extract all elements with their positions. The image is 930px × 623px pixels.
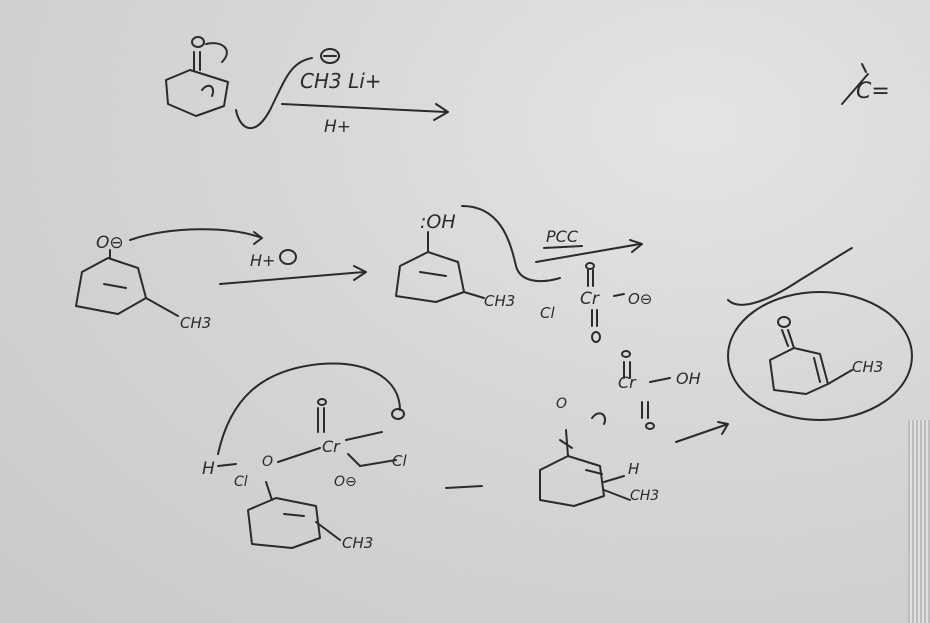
methyl-label-3: CH3 (342, 534, 373, 552)
alcohol-ring (395, 231, 485, 303)
svg-text:Cl: Cl (392, 452, 407, 470)
ester-ring (247, 497, 341, 549)
methyl-label-2: CH3 (484, 292, 515, 310)
svg-text:Cl: Cl (234, 474, 248, 490)
protonation-curve (129, 228, 263, 245)
reagent-h-plus-1: H+ (324, 117, 351, 137)
svg-text:O⊖: O⊖ (628, 290, 652, 308)
reaction-arrow-2 (219, 265, 367, 285)
svg-text:Cr: Cr (322, 437, 341, 456)
oh-label: OH (676, 369, 701, 388)
reaction-arrow-1 (281, 103, 449, 121)
transition-stroke (727, 247, 853, 306)
short-arrow (445, 485, 483, 489)
svg-text:C=: C= (856, 79, 890, 104)
methyl-label-4: CH3 (630, 488, 659, 504)
svg-text:O: O (262, 454, 273, 470)
elimination-ring (539, 429, 631, 507)
charge-circle-1 (320, 48, 340, 64)
svg-text:Cl: Cl (540, 304, 555, 322)
reaction-arrow-4 (675, 421, 729, 443)
reagent-pcc: PCC (546, 227, 579, 246)
corner-note: C= (841, 63, 890, 105)
alkoxide-label: O⊖ (96, 233, 124, 253)
reagent-h-plus-2: H+ (250, 251, 275, 270)
reaction-arrow-3 (535, 239, 643, 263)
alcohol-label: :OH (420, 211, 456, 233)
svg-text:H: H (202, 459, 215, 479)
alkoxide-ring (75, 249, 179, 317)
attack-curve (235, 57, 313, 130)
oxy-label: O (556, 396, 567, 412)
final-h-label: H (628, 460, 639, 478)
chromate-ester: H O Cl Cr Cl O⊖ (202, 398, 407, 501)
pcc-structure: Cl Cr O⊖ (540, 262, 652, 343)
reagent-ch3li: CH3 Li+ (300, 69, 382, 93)
svg-text:Cr: Cr (580, 289, 600, 309)
attack-curve-2 (461, 205, 561, 283)
final-cr-label: Cr (618, 373, 637, 392)
product-circle (727, 291, 913, 421)
elimination-arc (217, 362, 401, 455)
methyl-label-1: CH3 (180, 314, 211, 332)
paper-edge (908, 420, 930, 623)
cyclohexenone-start (165, 36, 229, 117)
product-ring (769, 316, 853, 395)
methyl-label-product: CH3 (852, 358, 883, 376)
svg-text:O⊖: O⊖ (334, 474, 357, 490)
